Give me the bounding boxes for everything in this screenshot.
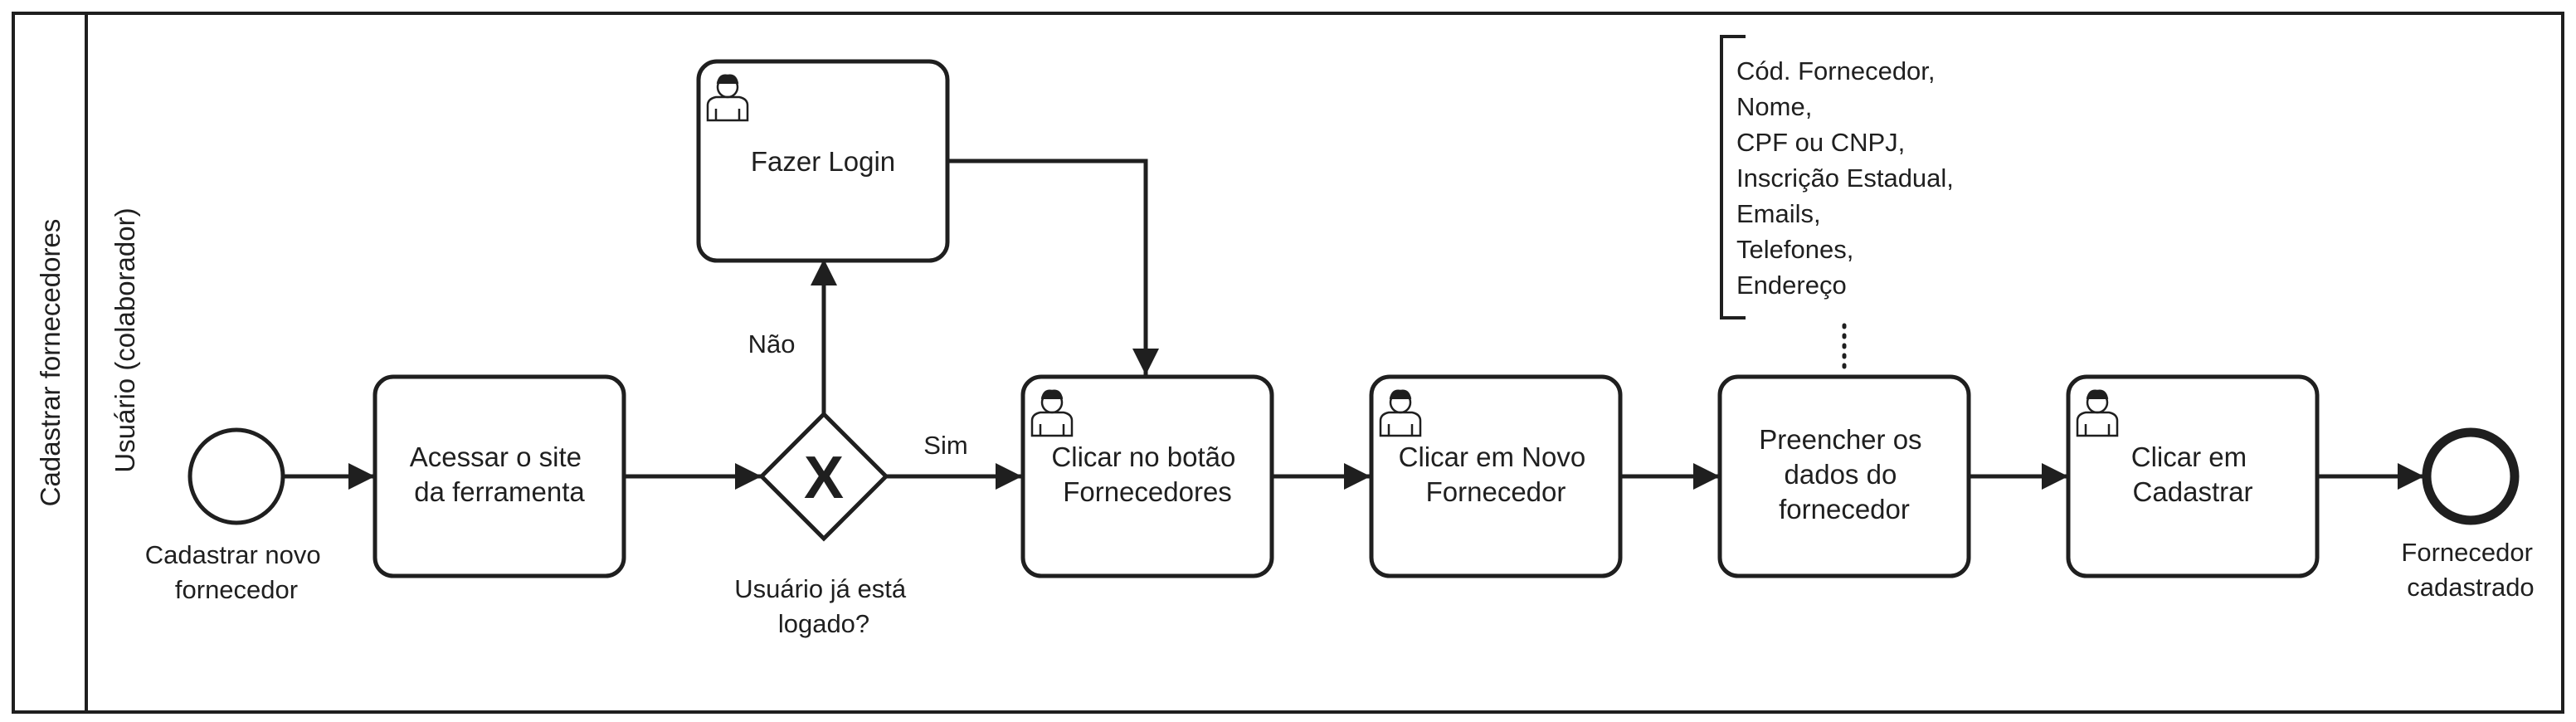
start-event-label: Cadastrar novo fornecedor — [145, 540, 329, 604]
lane-label: Usuário (colaborador) — [110, 207, 140, 472]
start-event — [187, 427, 285, 525]
pool — [12, 12, 2564, 714]
task-label: Clicar em Novo Fornecedor — [1399, 441, 1594, 507]
end-event — [2422, 427, 2520, 525]
sequence-flows — [284, 159, 2424, 490]
task-novo-fornecedor: Clicar em Novo Fornecedor — [1369, 374, 1623, 578]
gateway-marker: X — [804, 445, 844, 511]
task-login: Fazer Login — [696, 59, 950, 263]
gateway-no-label: Não — [748, 329, 796, 359]
task-preencher: Preencher os dados do fornecedor — [1717, 374, 1971, 578]
annotation-text: Cód. Fornecedor, Nome, CPF ou CNPJ, Insc… — [1736, 56, 1961, 300]
task-label: Acessar o site da ferramenta — [410, 441, 589, 507]
task-label: Clicar no botão Fornecedores — [1051, 441, 1243, 507]
user-icon — [1379, 389, 1422, 437]
user-icon — [2076, 389, 2119, 437]
exclusive-gateway: X — [758, 411, 889, 542]
task-acessar: Acessar o site da ferramenta — [373, 374, 626, 578]
task-cadastrar: Clicar em Cadastrar — [2066, 374, 2320, 578]
annotation-bracket — [1720, 35, 1746, 320]
task-fornecedores: Clicar no botão Fornecedores — [1020, 374, 1274, 578]
task-label: Clicar em Cadastrar — [2131, 441, 2255, 507]
user-icon — [1030, 389, 1074, 437]
end-event-label: Fornecedor cadastrado — [2401, 538, 2539, 602]
user-icon — [706, 74, 749, 122]
task-label: Fazer Login — [751, 146, 895, 177]
task-label: Preencher os dados do fornecedor — [1759, 424, 1929, 524]
text-annotation: Cód. Fornecedor, Nome, CPF ou CNPJ, Insc… — [1720, 35, 1961, 371]
gateway-yes-label: Sim — [923, 431, 967, 460]
flow-login-to-fornecedores — [947, 159, 1159, 375]
gateway-label: Usuário já está logado? — [734, 574, 913, 638]
pool-label: Cadastrar fornecedores — [35, 219, 66, 507]
